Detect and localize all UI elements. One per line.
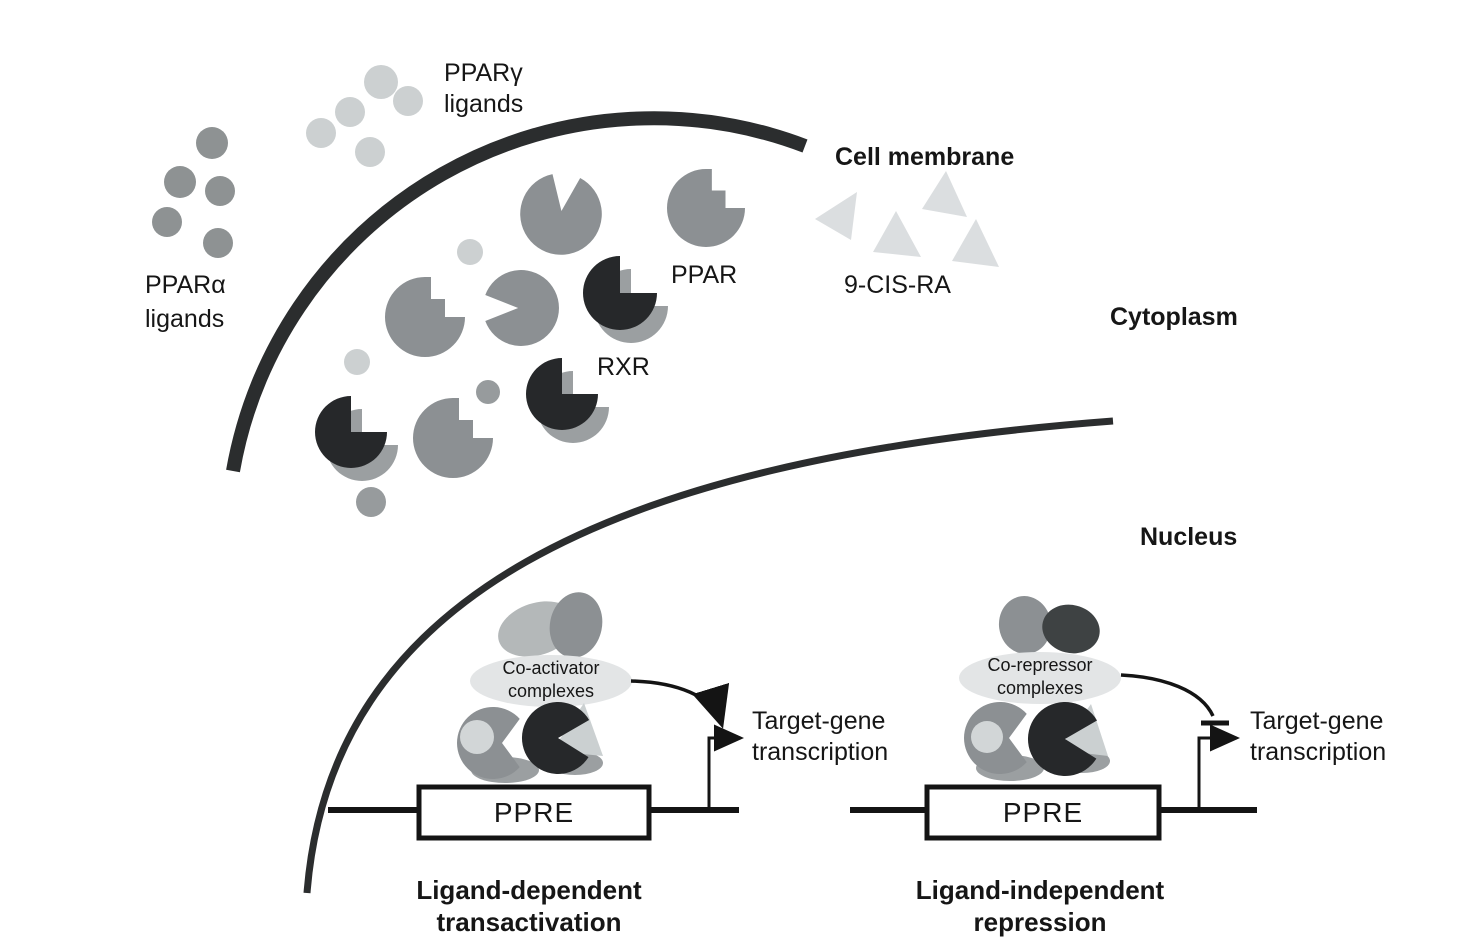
ppar-receptor xyxy=(514,170,607,261)
repression-line xyxy=(1120,673,1215,717)
cytoplasm-ligand-dots xyxy=(344,239,500,517)
coactivator-bubble xyxy=(470,655,632,707)
target-gene-transcription-label-right: Target-gene transcription xyxy=(1250,707,1387,766)
ligand-dot xyxy=(476,380,500,404)
target-gene-transcription-label-left: Target-gene transcription xyxy=(752,707,889,766)
coactivator-complex-group xyxy=(328,592,744,841)
ligand-dot xyxy=(196,127,228,159)
transcription-start-arrow xyxy=(1197,724,1240,808)
cell-membrane-arc xyxy=(226,111,808,473)
ligand-dot xyxy=(355,137,385,167)
ligand-dot xyxy=(460,720,494,754)
activation-arrow xyxy=(630,679,730,729)
ppar-receptor xyxy=(485,270,559,346)
retinoid-triangle xyxy=(873,211,921,257)
ligand-dot xyxy=(205,176,235,206)
rxr-receptor xyxy=(315,396,398,481)
ligand-dot xyxy=(356,487,386,517)
corepressor-blob xyxy=(1042,604,1100,654)
ppar-receptor xyxy=(413,398,493,478)
nuclear-membrane-arc xyxy=(303,417,1114,894)
coactivator-complex-label: Co-activator complexes xyxy=(502,658,600,701)
ppar-receptor xyxy=(385,277,465,357)
ligand-dependent-transactivation-caption: Ligand-dependent transactivation xyxy=(416,875,642,937)
ppre-label-left: PPRE xyxy=(493,797,575,828)
ppar-alpha-ligands-cluster xyxy=(152,127,235,258)
ligand-dot xyxy=(335,97,365,127)
ligand-dot xyxy=(306,118,336,148)
corepressor-blob xyxy=(998,596,1052,654)
corepressor-complex-group xyxy=(850,596,1257,841)
ligand-dot xyxy=(152,207,182,237)
ppar-label: PPAR xyxy=(671,261,738,289)
ligand-dot xyxy=(364,65,398,99)
nine-cis-ra-triangles xyxy=(815,171,999,267)
ligand-dot xyxy=(457,239,483,265)
corepressor-complex-label: Co-repressor complexes xyxy=(987,655,1093,698)
cytoplasm-label: Cytoplasm xyxy=(1110,303,1238,331)
cell-membrane-label: Cell membrane xyxy=(835,143,1015,171)
rxr-receptor xyxy=(583,256,668,343)
ppre-label-right: PPRE xyxy=(1002,797,1084,828)
ppar-gamma-ligands-label: PPARγ ligands xyxy=(444,59,524,118)
retinoid-triangle xyxy=(815,192,857,240)
ligand-dot xyxy=(344,349,370,375)
ligand-dot xyxy=(971,721,1003,753)
ligand-dot xyxy=(164,166,196,198)
rxr-label: RXR xyxy=(597,353,650,381)
ligand-dot xyxy=(203,228,233,258)
corepressor-bubble xyxy=(959,652,1121,704)
retinoid-triangle xyxy=(922,171,967,217)
ppre-box xyxy=(924,784,1162,841)
retinoid-triangle xyxy=(952,219,999,267)
nucleus-label: Nucleus xyxy=(1140,523,1238,551)
ppar-gamma-ligands-cluster xyxy=(306,65,423,167)
ligand-independent-repression-caption: Ligand-independent repression xyxy=(915,875,1165,937)
ppre-box xyxy=(416,784,652,841)
transcription-start-arrow xyxy=(707,724,744,808)
ppar-receptor xyxy=(667,169,745,247)
nine-cis-ra-label: 9-CIS-RA xyxy=(844,271,951,299)
ligand-dot xyxy=(393,86,423,116)
ppar-alpha-ligands-label: PPARα ligands xyxy=(145,271,226,333)
coactivator-blob xyxy=(549,592,603,658)
